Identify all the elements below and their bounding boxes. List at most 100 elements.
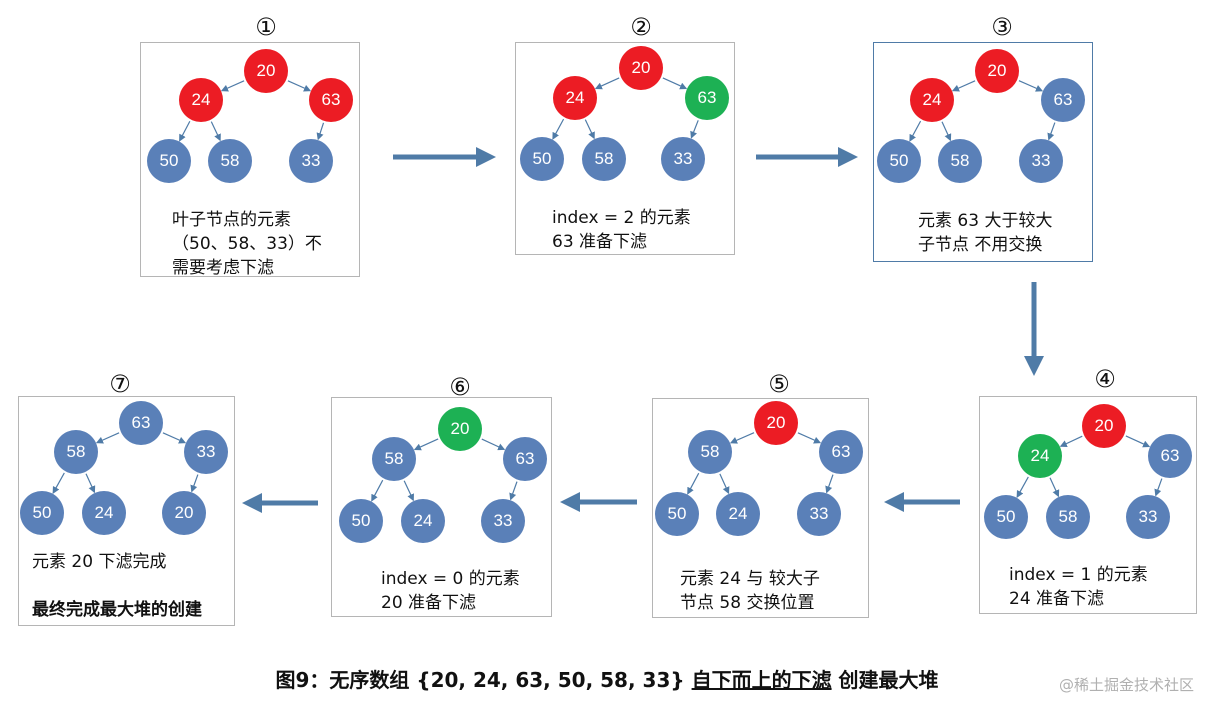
step-1-tree-edge xyxy=(287,80,312,92)
step-6-tree-node: 24 xyxy=(401,499,445,543)
step-1-tree-node: 58 xyxy=(208,139,252,183)
step-4-tree-node: 20 xyxy=(1082,404,1126,448)
step-6-tree-edge xyxy=(481,438,506,451)
step-3-tree-edge xyxy=(941,121,952,142)
step-5-caption: 元素 24 与 较大子 节点 58 交换位置 xyxy=(680,567,820,615)
step-5-tree-edge xyxy=(687,472,700,495)
step-5-tree-node: 20 xyxy=(754,401,798,445)
watermark: @稀土掘金技术社区 xyxy=(1058,676,1194,694)
step-1-tree-edge xyxy=(210,121,221,142)
step-7-tree-node: 63 xyxy=(119,401,163,445)
step-1-tree-node: 20 xyxy=(244,49,288,93)
step-5-tree-edge xyxy=(797,432,822,444)
step-5-marker: ⑤ xyxy=(768,370,790,398)
step-1-tree-edge xyxy=(220,80,245,92)
step-3-marker: ③ xyxy=(991,13,1013,41)
step-3-tree-node: 63 xyxy=(1041,78,1085,122)
step-2-marker: ② xyxy=(630,13,652,41)
step-2-tree-node: 63 xyxy=(685,76,729,120)
step-7-tree-edge xyxy=(162,432,187,444)
step-6-tree-edge xyxy=(403,480,414,502)
step-6-marker: ⑥ xyxy=(449,373,471,401)
step-4-caption-line: index = 1 的元素 xyxy=(1009,565,1148,585)
step-7-tree-node: 24 xyxy=(82,491,126,535)
step-7-caption-spacer xyxy=(32,574,202,598)
step-6-caption: index = 0 的元素 20 准备下滤 xyxy=(381,567,520,615)
step-3-tree-node: 20 xyxy=(975,49,1019,93)
step-4-tree-node: 33 xyxy=(1126,495,1170,539)
step-1-caption: 叶子节点的元素 （50、58、33）不 需要考虑下滤 xyxy=(172,208,322,280)
step-4-tree-node: 24 xyxy=(1018,434,1062,478)
step-7-tree-node: 50 xyxy=(20,491,64,535)
step-6-caption-line: index = 0 的元素 xyxy=(381,569,520,589)
step-4-tree-node: 50 xyxy=(984,495,1028,539)
figure-caption: 图9：无序数组 {20, 24, 63, 50, 58, 33} 自下而上的下滤… xyxy=(0,666,1214,694)
step-2-caption-line: 63 准备下滤 xyxy=(552,232,648,252)
step-5-tree-edge xyxy=(719,473,730,495)
step-7-tree-edge xyxy=(85,473,96,494)
figure-caption-suffix: 创建最大堆 xyxy=(831,668,939,692)
step-1-marker: ① xyxy=(255,13,277,41)
step-4-tree-edge xyxy=(1016,476,1029,498)
step-6-tree-edge xyxy=(413,438,439,451)
step-7-tree-node: 33 xyxy=(184,430,228,474)
step-1-tree-node: 63 xyxy=(309,78,353,122)
step-3-caption-line: 子节点 不用交换 xyxy=(918,235,1043,255)
step-1-tree-edge xyxy=(179,120,191,142)
step-4-tree-node: 58 xyxy=(1046,495,1090,539)
step-5-caption-line: 节点 58 交换位置 xyxy=(680,593,815,613)
step-3-tree-node: 24 xyxy=(910,78,954,122)
step-4-tree-edge xyxy=(1125,435,1151,448)
step-5-tree-node: 24 xyxy=(716,492,760,536)
step-1-caption-line: 叶子节点的元素 xyxy=(172,210,291,230)
step-2-tree-edge xyxy=(552,118,565,140)
step-4-tree-edge xyxy=(1154,478,1163,497)
step-3-tree-node: 33 xyxy=(1019,139,1063,183)
step-3-caption: 元素 63 大于较大 子节点 不用交换 xyxy=(918,209,1052,257)
step-6-tree-edge xyxy=(509,481,518,501)
step-2-tree-edge xyxy=(594,77,620,90)
step-4-tree-node: 63 xyxy=(1148,434,1192,478)
step-3-tree-node: 50 xyxy=(877,139,921,183)
step-3-tree-edge xyxy=(1018,80,1044,92)
step-3-tree-edge xyxy=(951,80,976,92)
step-2-tree-edge xyxy=(662,77,688,90)
step-3-tree-edge xyxy=(909,120,922,142)
step-7-tree-edge xyxy=(190,474,199,493)
step-2-tree-node: 58 xyxy=(582,137,626,181)
step-6-tree-node: 20 xyxy=(438,407,482,451)
step-6-caption-line: 20 准备下滤 xyxy=(381,593,477,613)
step-5-caption-line: 元素 24 与 较大子 xyxy=(680,569,820,589)
step-2-tree-node: 20 xyxy=(619,46,663,90)
step-6-tree-node: 33 xyxy=(481,499,525,543)
step-5-tree-node: 58 xyxy=(688,430,732,474)
figure-caption-prefix: 图9：无序数组 {20, 24, 63, 50, 58, 33} xyxy=(275,668,692,692)
step-2-tree-edge xyxy=(690,120,699,139)
step-7-caption-line: 元素 20 下滤完成 xyxy=(32,552,167,572)
step-5-tree-node: 33 xyxy=(797,492,841,536)
step-2-tree-node: 50 xyxy=(520,137,564,181)
step-6-tree-edge xyxy=(371,479,384,502)
step-2-tree-node: 24 xyxy=(553,76,597,120)
step-3-tree-edge xyxy=(1047,122,1056,141)
step-6-tree-node: 50 xyxy=(339,499,383,543)
step-3-tree-node: 58 xyxy=(938,139,982,183)
step-4-marker: ④ xyxy=(1094,365,1116,393)
step-4-caption: index = 1 的元素 24 准备下滤 xyxy=(1009,563,1148,611)
step-7-marker: ⑦ xyxy=(109,370,131,398)
step-7-tree-edge xyxy=(95,432,120,444)
step-1-tree-edge xyxy=(316,122,325,141)
step-1-caption-line: （50、58、33）不 xyxy=(172,234,322,254)
step-1-caption-line: 需要考虑下滤 xyxy=(172,258,274,278)
step-5-tree-node: 63 xyxy=(819,430,863,474)
step-4-caption-line: 24 准备下滤 xyxy=(1009,589,1105,609)
step-6-tree-node: 63 xyxy=(503,437,547,481)
step-5-tree-node: 50 xyxy=(655,492,699,536)
step-3-caption-line: 元素 63 大于较大 xyxy=(918,211,1053,231)
step-1-tree-node: 24 xyxy=(179,78,223,122)
step-7-caption-conclusion: 最终完成最大堆的创建 xyxy=(32,600,202,620)
step-7-caption: 元素 20 下滤完成 最终完成最大堆的创建 xyxy=(32,550,202,622)
step-6-tree-node: 58 xyxy=(372,437,416,481)
step-2-tree-node: 33 xyxy=(661,137,705,181)
